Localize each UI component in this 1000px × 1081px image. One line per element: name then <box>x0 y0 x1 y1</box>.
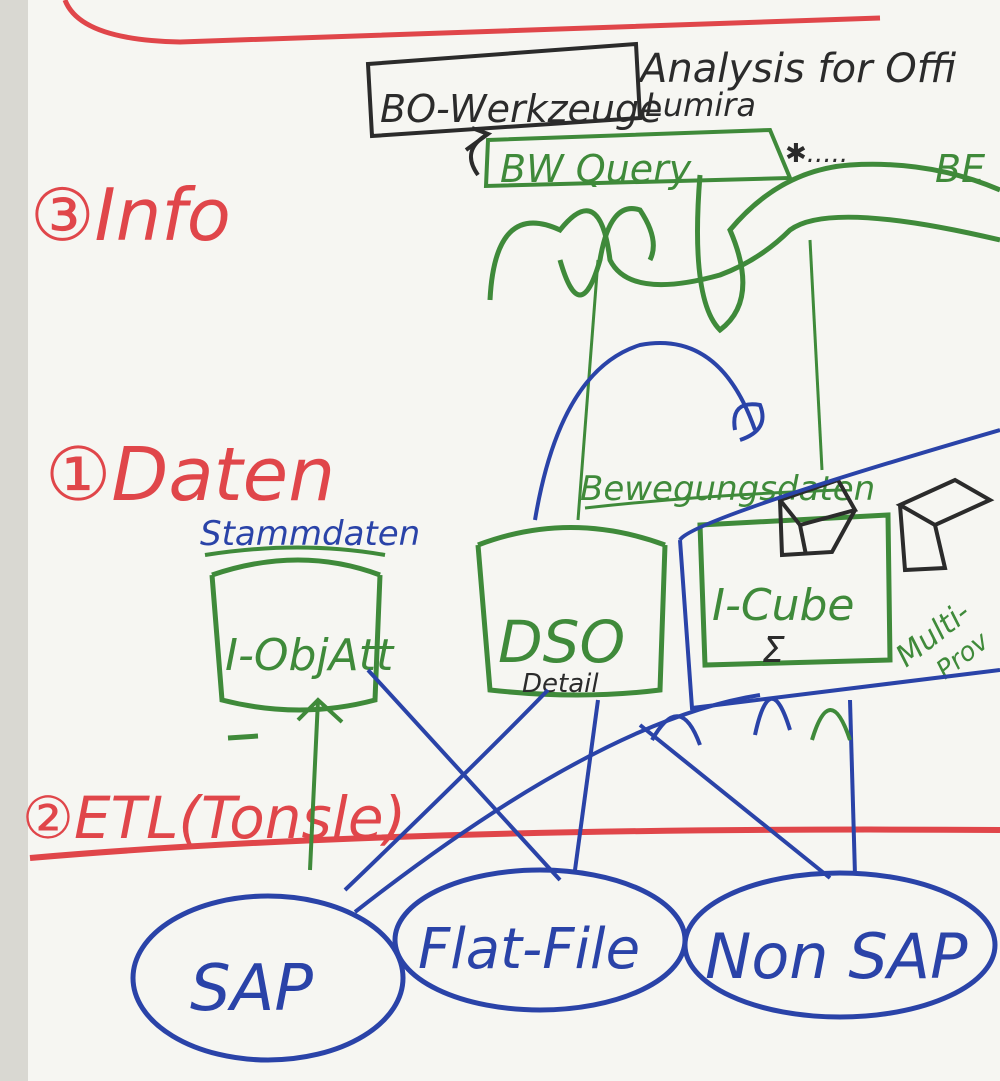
left-wall-shadow <box>0 0 28 1081</box>
bo-tools-box <box>365 41 643 139</box>
dso-to-cube-arc <box>533 341 757 521</box>
analysis-office-label: Analysis for Offi <box>637 46 957 92</box>
be-label: BE <box>935 147 985 191</box>
nonsap-to-cube-line <box>848 699 857 876</box>
bw-query-label: BW Query <box>500 147 692 191</box>
source-sap <box>130 893 406 1063</box>
bo-tools-label: BO-Werkzeuge <box>380 87 663 131</box>
query-wave <box>487 208 1000 301</box>
dso-cylinder-top <box>477 525 666 548</box>
iobjekt-cylinder-top <box>211 557 381 578</box>
query-to-dso-line <box>576 259 600 521</box>
dso-cylinder-body <box>475 544 668 698</box>
iobjekt-cylinder-body <box>209 574 383 713</box>
source-flat-file-label: Flat-File <box>418 917 640 982</box>
sap-to-cube-line <box>353 693 761 914</box>
multiprovider-frame <box>678 428 1000 711</box>
query-loop-left <box>557 206 656 298</box>
section-etl-label: ②ETL(Tonsle) <box>22 784 406 852</box>
query-loop-right <box>695 161 1000 334</box>
source-non-sap-label: Non SAP <box>705 920 968 993</box>
upward-arrows <box>296 697 852 871</box>
flatfile-to-iobjekt-line <box>366 668 562 882</box>
iobjekt-dash <box>227 733 259 741</box>
lumira-label: Lumira <box>645 86 756 124</box>
arc-loop-mark <box>732 402 765 442</box>
arrow-to-iobjekt <box>296 697 344 871</box>
cube-hook <box>753 696 792 736</box>
section-info-label: ③Info <box>30 173 231 257</box>
arrow-to-cube-right <box>810 708 852 741</box>
source-sap-label: SAP <box>190 952 313 1026</box>
dso-label: DSO <box>498 608 625 676</box>
dso-detail-label: Detail <box>522 669 599 699</box>
source-non-sap <box>682 870 998 1020</box>
tools-arrow <box>464 126 493 177</box>
icube-label: I-Cube <box>712 580 854 631</box>
stammdaten-underline <box>204 545 386 557</box>
dso-detail-hook <box>650 714 702 746</box>
nonsap-to-dso-line <box>638 723 832 880</box>
flatfile-to-dso-line <box>573 699 600 871</box>
query-to-cube-line <box>808 239 824 471</box>
bw-query-box <box>483 127 793 189</box>
iobjekt-label: I-ObjAtt <box>225 630 395 681</box>
multiprovider-cube-icon <box>895 477 995 573</box>
top-red-line <box>62 0 881 45</box>
section-daten-label: ①Daten <box>45 432 335 518</box>
etl-flow-lines <box>343 668 857 914</box>
icube-sigma: Σ <box>762 630 785 671</box>
